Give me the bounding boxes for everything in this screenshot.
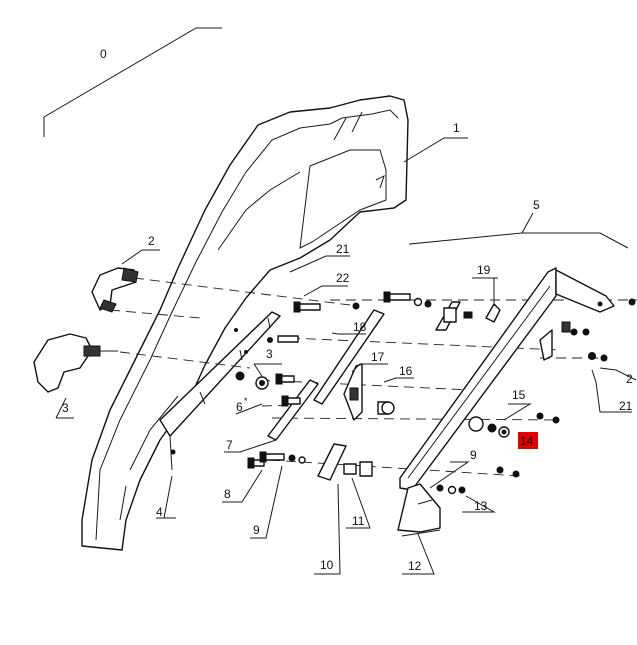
callout-6-asterisk: * — [244, 396, 248, 406]
callout-19: 19 — [477, 263, 491, 277]
callout-0: 0 — [100, 47, 107, 61]
support-rail-part — [399, 267, 615, 491]
callout-21-top: 21 — [336, 242, 350, 256]
callout-labels: 0 1 2 3 3 4 5 6 * 7 8 9 9 10 11 12 13 14… — [62, 47, 633, 573]
callout-3-center: 3 — [266, 347, 273, 361]
callout-22: 22 — [336, 271, 350, 285]
leader-lines — [55, 137, 637, 575]
side-plate-part — [159, 311, 281, 471]
callout-3-left: 3 — [62, 401, 69, 415]
bracket-part-12 — [397, 483, 441, 537]
group-bracket-5 — [409, 212, 629, 249]
callout-16: 16 — [399, 364, 413, 378]
highlight-box-14 — [518, 432, 538, 449]
callout-5: 5 — [533, 198, 540, 212]
callout-1: 1 — [453, 121, 460, 135]
plate-part-10 — [317, 443, 347, 481]
callout-18: 18 — [353, 320, 367, 334]
callout-7: 7 — [226, 438, 233, 452]
group-bracket-0 — [43, 27, 222, 137]
callout-21-right: 21 — [619, 399, 633, 413]
hardware-fasteners — [235, 291, 636, 495]
callout-12: 12 — [408, 559, 422, 573]
callout-2-left: 2 — [148, 234, 155, 248]
callout-10: 10 — [320, 558, 334, 572]
plate-part-17 — [343, 363, 363, 421]
handle-part-2 — [91, 267, 139, 313]
callout-4: 4 — [156, 505, 163, 519]
link-bar-part-7 — [267, 379, 319, 441]
callout-11: 11 — [352, 514, 365, 528]
callout-9-left: 9 — [253, 523, 260, 537]
callout-2-right: 2 — [626, 372, 633, 386]
callout-17: 17 — [371, 350, 385, 364]
callout-6: 6 — [236, 400, 243, 414]
callout-13: 13 — [474, 499, 488, 513]
callout-14: 14 — [520, 434, 534, 448]
link-bar-part-18 — [313, 309, 385, 405]
callout-15: 15 — [512, 388, 526, 402]
callout-9-right: 9 — [470, 448, 477, 462]
handle-part-3 — [33, 333, 118, 393]
callout-8: 8 — [224, 487, 231, 501]
